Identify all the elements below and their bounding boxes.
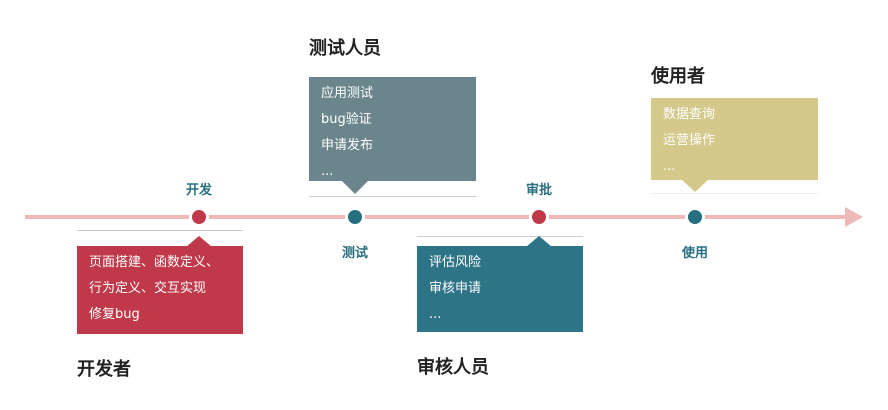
- list-item: 评估风险: [429, 255, 482, 270]
- milestone-label-dev: 开发: [185, 183, 213, 198]
- list-item: 修复bug: [89, 307, 140, 322]
- milestone-dot-test: [345, 207, 365, 227]
- developer-title: 开发者: [77, 359, 131, 380]
- timeline-line: [25, 215, 847, 219]
- pointer-down: [342, 181, 368, 194]
- divider: [309, 196, 476, 197]
- tester-title: 测试人员: [309, 38, 381, 59]
- milestone-label-approve: 审批: [525, 183, 553, 198]
- list-item: ...: [321, 164, 334, 179]
- list-item: ...: [429, 307, 442, 322]
- milestone-label-test: 测试: [341, 246, 369, 261]
- milestone-dot-approve: [529, 207, 549, 227]
- divider: [417, 236, 583, 237]
- developer-box: 页面搭建、函数定义、 行为定义、交互实现 修复bug: [77, 246, 243, 334]
- list-item: 数据查询: [663, 107, 716, 122]
- user-title: 使用者: [651, 66, 705, 87]
- list-item: 审核申请: [429, 281, 482, 296]
- milestone-label-use: 使用: [681, 246, 709, 261]
- pointer-down: [682, 180, 708, 192]
- milestone-dot-use: [685, 207, 705, 227]
- timeline-arrow-icon: [845, 207, 863, 227]
- list-item: 页面搭建、函数定义、: [89, 255, 220, 270]
- list-item: bug验证: [321, 112, 372, 127]
- milestone-dot-dev: [189, 207, 209, 227]
- pointer-up: [526, 236, 552, 247]
- reviewer-title: 审核人员: [417, 357, 489, 378]
- list-item: 运营操作: [663, 133, 716, 148]
- list-item: 申请发布: [321, 138, 374, 153]
- list-item: ...: [663, 159, 676, 174]
- list-item: 行为定义、交互实现: [89, 281, 207, 296]
- pointer-up: [186, 236, 212, 247]
- user-box: 数据查询 运营操作 ...: [651, 98, 818, 180]
- list-item: 应用测试: [321, 86, 374, 101]
- divider: [651, 193, 818, 194]
- divider: [77, 230, 243, 231]
- tester-box: 应用测试 bug验证 申请发布 ...: [309, 77, 476, 181]
- reviewer-box: 评估风险 审核申请 ...: [417, 246, 583, 332]
